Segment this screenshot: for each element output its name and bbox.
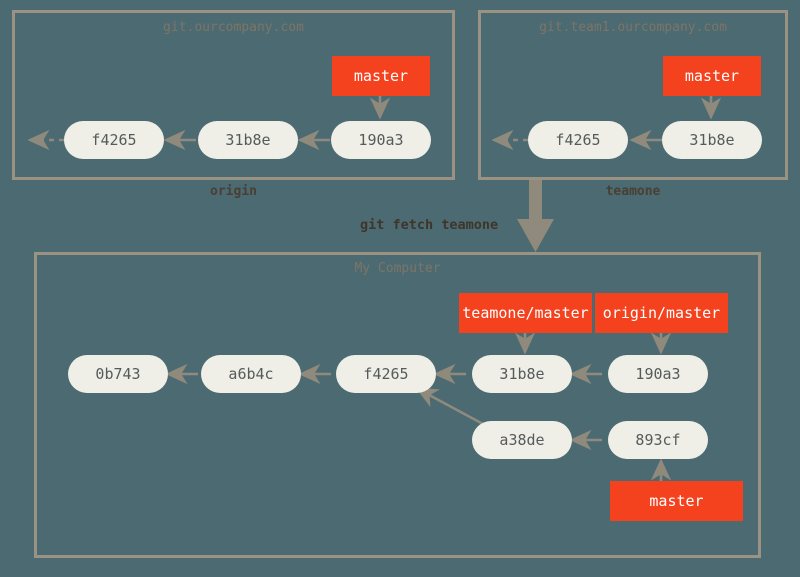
commit-node[interactable]: 31b8e	[198, 121, 298, 159]
commit-node[interactable]: 893cf	[608, 421, 708, 459]
remote-origin-caption: origin	[210, 184, 257, 199]
commit-node[interactable]: f4265	[528, 121, 628, 159]
remote-origin-box	[12, 10, 455, 180]
remote-teamone-caption: teamone	[605, 184, 661, 199]
commit-node[interactable]: 0b743	[68, 355, 168, 393]
branch-label-teamone-master[interactable]: teamone/master	[459, 293, 592, 333]
branch-label-master[interactable]: master	[663, 56, 761, 96]
commit-node[interactable]: 190a3	[331, 121, 431, 159]
remote-origin-title: git.ourcompany.com	[163, 20, 304, 35]
commit-node[interactable]: 31b8e	[662, 121, 762, 159]
branch-label-master[interactable]: master	[332, 56, 430, 96]
branch-label-origin-master[interactable]: origin/master	[595, 293, 728, 333]
local-repo-box	[34, 252, 761, 558]
local-repo-title: My Computer	[354, 261, 441, 276]
git-fetch-command-label: git fetch teamone	[360, 217, 499, 233]
commit-node[interactable]: a6b4c	[201, 355, 301, 393]
commit-node[interactable]: a38de	[472, 421, 572, 459]
commit-node[interactable]: f4265	[336, 355, 436, 393]
commit-node[interactable]: 31b8e	[472, 355, 572, 393]
commit-node[interactable]: f4265	[64, 121, 164, 159]
branch-label-master[interactable]: master	[610, 481, 743, 521]
remote-teamone-box	[478, 10, 788, 180]
commit-node[interactable]: 190a3	[608, 355, 708, 393]
remote-teamone-title: git.team1.ourcompany.com	[539, 20, 727, 35]
